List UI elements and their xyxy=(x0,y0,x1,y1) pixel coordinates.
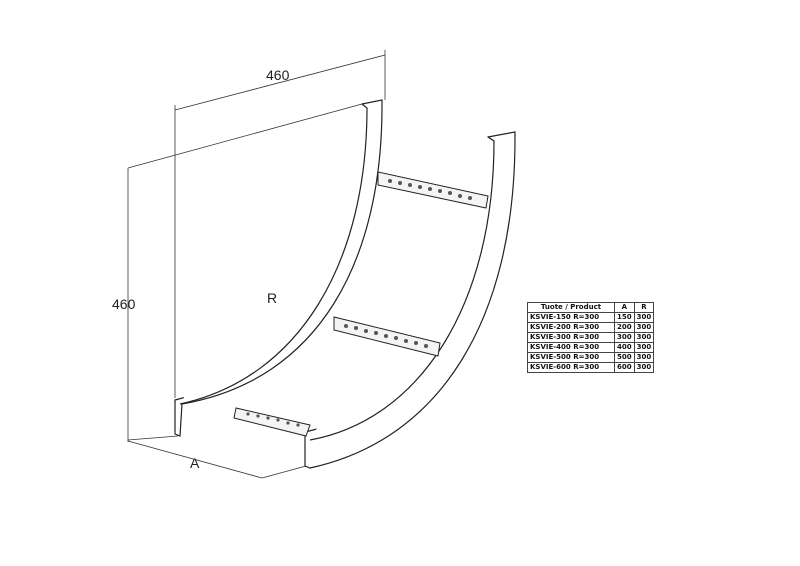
r-cell: 300 xyxy=(633,342,655,353)
rung-holes xyxy=(246,179,472,427)
header-product: Tuote / Product xyxy=(527,302,615,313)
a-cell: 150 xyxy=(614,312,635,323)
r-cell: 300 xyxy=(633,332,655,343)
header-a: A xyxy=(614,302,635,313)
a-dimension-label: A xyxy=(190,455,200,471)
r-cell: 300 xyxy=(633,312,655,323)
a-cell: 300 xyxy=(614,332,635,343)
a-cell: 600 xyxy=(614,362,635,373)
radius-label: R xyxy=(267,290,277,306)
a-cell: 200 xyxy=(614,322,635,333)
r-cell: 300 xyxy=(633,362,655,373)
header-r: R xyxy=(633,302,655,313)
product-cell: KSVIE-600 R=300 xyxy=(527,362,615,373)
width-dimension-label: 460 xyxy=(266,67,290,83)
ladder-rails xyxy=(174,99,516,469)
r-cell: 300 xyxy=(633,352,655,363)
product-cell: KSVIE-300 R=300 xyxy=(527,332,615,343)
product-cell: KSVIE-150 R=300 xyxy=(527,312,615,323)
product-cell: KSVIE-200 R=300 xyxy=(527,322,615,333)
dimension-lines xyxy=(127,50,386,479)
table-header-row: Tuote / Product A R xyxy=(527,302,655,313)
a-cell: 500 xyxy=(614,352,635,363)
product-cell: KSVIE-400 R=300 xyxy=(527,342,615,353)
a-cell: 400 xyxy=(614,342,635,353)
product-cell: KSVIE-500 R=300 xyxy=(527,352,615,363)
height-dimension-label: 460 xyxy=(112,296,136,312)
r-cell: 300 xyxy=(633,322,655,333)
